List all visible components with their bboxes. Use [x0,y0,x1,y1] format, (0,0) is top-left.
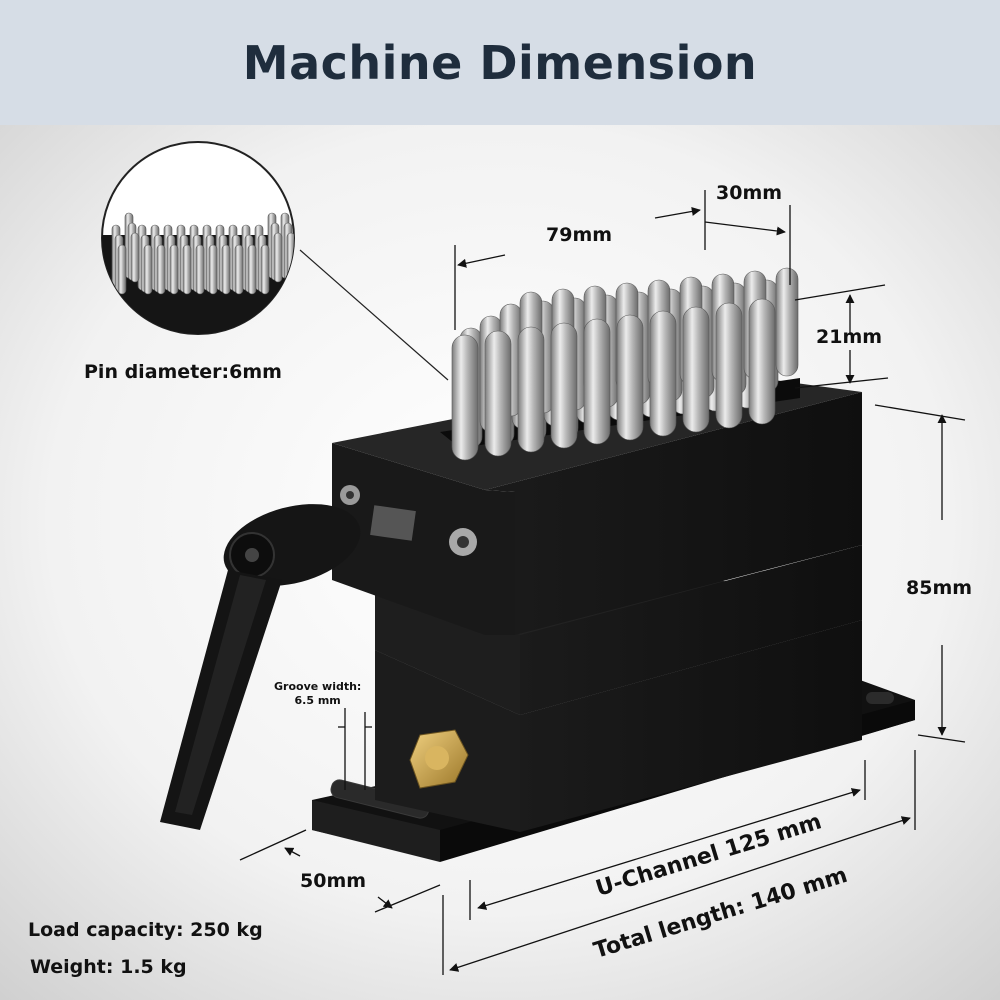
dimension-lines [239,190,966,975]
pin [208,244,218,295]
dim-pin-height: 21mm [816,326,883,348]
pin [247,244,257,295]
pin-zoom-inset [101,141,449,381]
pin [550,322,578,449]
pin [583,318,611,445]
hex-bolt-icon [409,729,469,789]
dim-pin-block-width: 30mm [716,182,783,204]
handle-lever-icon [160,504,416,830]
pin-diameter-label: Pin diameter:6mm [84,361,282,383]
page-title: Machine Dimension [242,35,758,90]
pin [649,310,677,437]
pin [130,232,140,283]
dim-block-height: 85mm [906,577,973,599]
pin [682,306,710,433]
pin [616,314,644,441]
product-stage: 30mm 79mm 21mm 85mm 50mm U-Channel 125 m… [0,125,1000,1000]
pin [195,244,205,295]
groove-value: 6.5 mm [294,694,341,707]
pin [748,298,776,425]
weight: Weight: 1.5 kg [30,956,187,978]
pin [273,232,283,283]
socket-screw-icon [340,485,477,556]
groove-width-label: Groove width: 6.5 mm [274,680,361,708]
pin [234,244,244,295]
pin [169,244,179,295]
pin [182,244,192,295]
pin [517,326,545,453]
pin-array [451,267,799,461]
pin [156,244,166,295]
dim-base-depth: 50mm [300,870,367,892]
title-banner: Machine Dimension [0,0,1000,125]
pin [484,330,512,457]
pin [143,244,153,295]
pin [715,302,743,429]
load-capacity: Load capacity: 250 kg [28,919,263,941]
middle-block [375,545,862,715]
pin [260,244,270,295]
pin [221,244,231,295]
dim-pin-block-length: 79mm [546,224,613,246]
product-illustration [0,125,1000,1000]
pin [775,267,799,377]
pin [117,244,127,295]
groove-label: Groove width: [274,680,362,693]
pin [451,334,479,461]
